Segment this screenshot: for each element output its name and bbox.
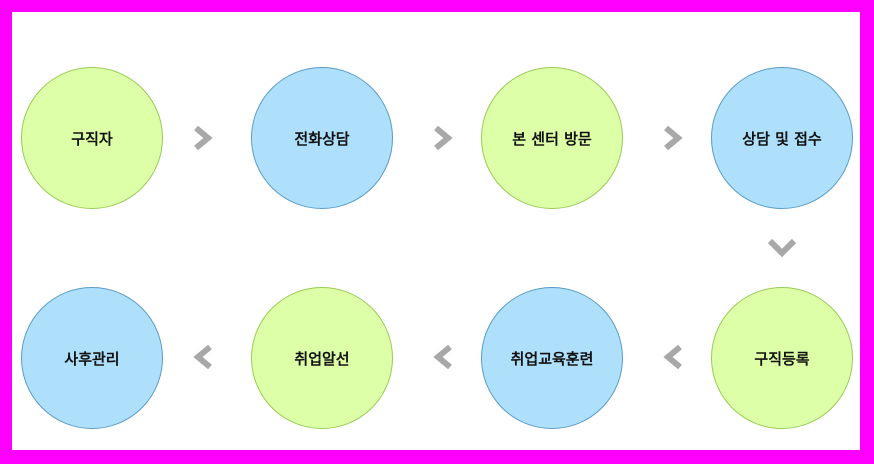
chevron-down-icon bbox=[767, 236, 797, 260]
step-follow-up: 사후관리 bbox=[21, 287, 163, 429]
step-center-visit: 본 센터 방문 bbox=[481, 67, 623, 209]
step-label: 본 센터 방문 bbox=[512, 129, 592, 148]
step-label: 취업알선 bbox=[294, 349, 350, 368]
step-label: 구직자 bbox=[71, 129, 113, 148]
flow-diagram: 구직자 전화상담 본 센터 방문 상담 및 접수 구직등록 취업교육훈련 취업알… bbox=[12, 12, 860, 450]
step-job-training: 취업교육훈련 bbox=[481, 287, 623, 429]
chevron-right-icon bbox=[190, 124, 216, 152]
step-job-seeker: 구직자 bbox=[21, 67, 163, 209]
chevron-left-icon bbox=[190, 343, 216, 371]
step-label: 취업교육훈련 bbox=[510, 349, 594, 368]
step-job-placement: 취업알선 bbox=[251, 287, 393, 429]
step-job-registration: 구직등록 bbox=[711, 287, 853, 429]
chevron-right-icon bbox=[660, 124, 686, 152]
chevron-right-icon bbox=[430, 124, 456, 152]
step-label: 사후관리 bbox=[64, 349, 120, 368]
step-consultation-registration: 상담 및 접수 bbox=[711, 67, 853, 209]
step-label: 상담 및 접수 bbox=[742, 129, 822, 148]
chevron-left-icon bbox=[430, 343, 456, 371]
chevron-left-icon bbox=[660, 343, 686, 371]
step-label: 전화상담 bbox=[294, 129, 350, 148]
step-label: 구직등록 bbox=[754, 349, 810, 368]
step-phone-consultation: 전화상담 bbox=[251, 67, 393, 209]
